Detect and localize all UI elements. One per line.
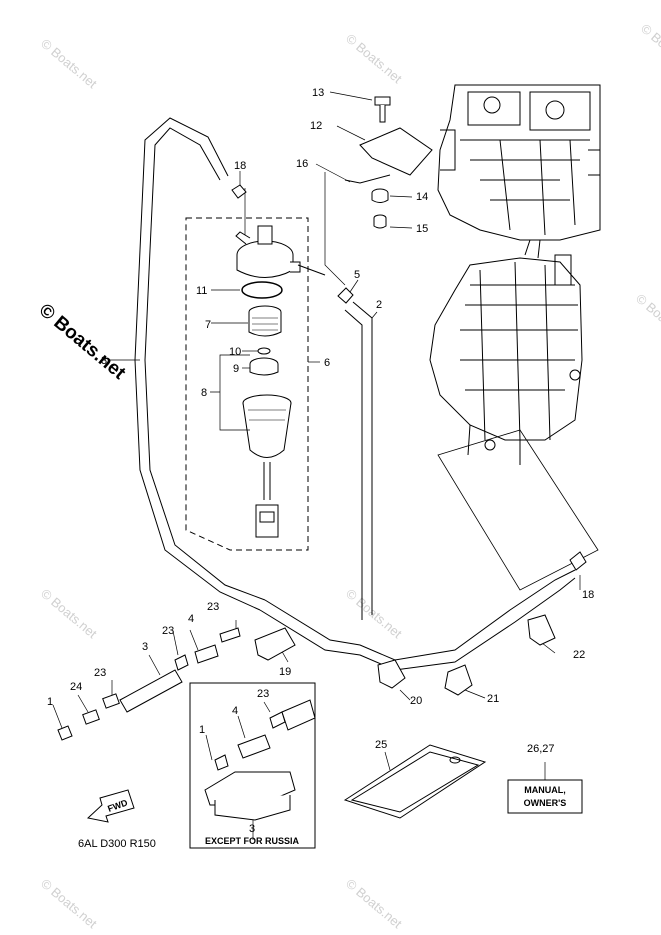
watermark-text: © Boats.net: [38, 586, 100, 642]
except-russia-box: [189, 682, 316, 849]
hose-part-2: [344, 301, 373, 620]
callout-1-russia: 1: [199, 724, 205, 736]
clamp-5: [337, 287, 354, 304]
callout-1: 1: [47, 696, 53, 708]
callout-2: 2: [376, 299, 382, 311]
filter-assembly-boundary: [185, 217, 309, 551]
boats-net-watermark: © Boats.net: [35, 300, 130, 385]
lower-fittings: [57, 627, 296, 741]
callout-25: 25: [375, 739, 387, 751]
callout-23-c: 23: [94, 667, 106, 679]
callout-3: 3: [142, 641, 148, 653]
callout-9: 9: [233, 363, 239, 375]
leader-lines: [52, 91, 581, 840]
callout-5: 5: [354, 269, 360, 281]
float-9: [249, 357, 279, 376]
callout-20: 20: [410, 695, 422, 707]
callout-19: 19: [279, 666, 291, 678]
callout-13: 13: [312, 87, 324, 99]
callout-6: 6: [324, 357, 330, 369]
callout-23-d: 23: [257, 688, 269, 700]
manual-owners-box: MANUAL, OWNER'S: [507, 779, 583, 814]
callout-11: 11: [196, 285, 207, 297]
engine-reference-outline: [437, 429, 599, 591]
o-ring-11: [241, 281, 283, 299]
callout-18-top: 18: [234, 160, 246, 172]
callout-3-top: 3: [101, 355, 107, 367]
callout-8: 8: [201, 387, 207, 399]
callout-4: 4: [188, 613, 194, 625]
fuel-filter-head: [235, 225, 326, 278]
fuel-hose-main: [134, 117, 576, 671]
watermark-text: © Boats.net: [343, 31, 405, 87]
callout-12: 12: [310, 120, 322, 132]
callout-4-russia: 4: [232, 705, 238, 717]
callout-18-right: 18: [582, 589, 594, 601]
callout-21: 21: [487, 693, 499, 705]
russia-variant-parts: [204, 699, 316, 821]
engine-lower-block: [429, 239, 583, 465]
hose-clips: [377, 614, 556, 696]
callout-10: 10: [229, 346, 241, 358]
callout-23-b: 23: [162, 625, 174, 637]
watermark-text: © Boats.net: [38, 36, 100, 92]
watermark-text: © Boats.net: [38, 876, 100, 932]
bracket-parts: [344, 96, 433, 229]
watermark-text: © Boats.net: [638, 21, 661, 77]
callout-24: 24: [70, 681, 82, 693]
callout-15: 15: [416, 223, 428, 235]
callout-14: 14: [416, 191, 428, 203]
fwd-arrow: FWD: [86, 789, 135, 823]
watermark-text: © Boats.net: [343, 876, 405, 932]
ring-10: [257, 347, 271, 355]
callout-7: 7: [205, 319, 211, 331]
clamp-18-right: [569, 551, 587, 571]
watermark-text: © Boats.net: [633, 291, 661, 347]
callout-numbers: 13 12 16 14 15 18 5 2 11 7 10 9 8 6 3 18…: [47, 87, 594, 835]
engine-upper-block: [437, 84, 601, 241]
watermark-text: © Boats.net: [343, 586, 405, 642]
diagram-code: 6AL D300 R150: [78, 838, 156, 850]
clamp-18-top: [231, 184, 247, 199]
except-for-russia-label: EXCEPT FOR RUSSIA: [205, 836, 300, 846]
filter-element-7: [248, 305, 282, 337]
manual-label-1: MANUAL,: [524, 785, 566, 795]
callout-3-russia: 3: [249, 823, 255, 835]
callout-22: 22: [573, 649, 585, 661]
gasket-25: [343, 744, 487, 819]
callout-26-27: 26,27: [527, 743, 555, 755]
filter-cup-8: [242, 394, 292, 538]
callout-16: 16: [296, 158, 308, 170]
callout-23-a: 23: [207, 601, 219, 613]
manual-label-2: OWNER'S: [524, 798, 567, 808]
